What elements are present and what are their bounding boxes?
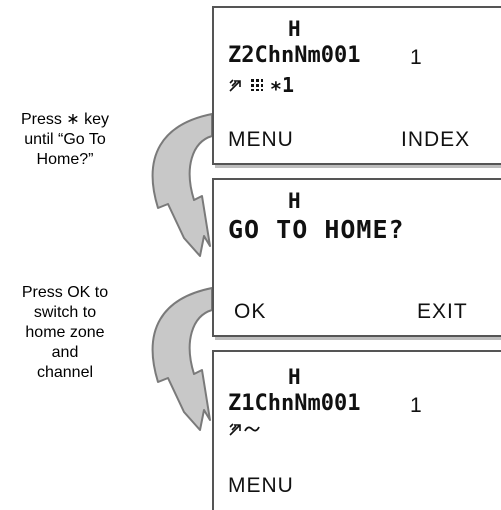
exit-softkey[interactable]: EXIT	[417, 300, 468, 323]
ok-softkey[interactable]: OK	[234, 300, 267, 323]
home-h-marker: H	[288, 17, 301, 41]
step1-caption-line3: Home?”	[36, 151, 94, 168]
lcd-screen-channel-z1: H Z1ChnNm001 1 MENU	[212, 350, 501, 510]
step2-curved-arrow-icon	[151, 287, 213, 431]
step2-caption-line5: channel	[36, 364, 94, 381]
step1-caption-line1: Press ∗ key	[20, 111, 110, 128]
step2-caption: Press OK to switch to home zone and chan…	[0, 283, 130, 383]
lcd-screen-go-to-home: H GO TO HOME? OK EXIT	[212, 178, 501, 337]
antenna-icon	[229, 423, 241, 436]
step2-caption-line3: home zone	[25, 324, 105, 341]
channel-number: 1	[410, 46, 422, 69]
step1-caption: Press ∗ key until “Go To Home?”	[0, 110, 130, 170]
step1-curved-arrow-icon	[151, 113, 213, 257]
status-row: ∗1	[228, 73, 295, 97]
wave-icon	[244, 426, 260, 432]
channel-number: 1	[410, 394, 422, 417]
status-row	[228, 422, 260, 436]
channel-name: Z1ChnNm001	[228, 391, 361, 416]
channel-name: Z2ChnNm001	[228, 43, 361, 68]
home-h-marker: H	[288, 365, 301, 389]
step2-caption-line1: Press OK to	[21, 284, 109, 301]
step2-caption-line4: and	[51, 344, 79, 361]
go-to-home-prompt: GO TO HOME?	[228, 216, 405, 244]
step2-caption-line2: switch to	[33, 304, 97, 321]
status-text: ∗1	[270, 73, 295, 97]
home-h-marker: H	[288, 189, 301, 213]
menu-softkey[interactable]: MENU	[228, 474, 294, 497]
lcd-screen-channel-z2: H Z2ChnNm001 1 ∗1 MENU INDEX	[212, 6, 501, 165]
grid-icon	[251, 79, 263, 91]
index-softkey[interactable]: INDEX	[401, 128, 471, 151]
step1-caption-line2: until “Go To	[24, 131, 106, 148]
prompt-part2: HOME?	[324, 215, 405, 244]
prompt-part1: GO TO	[228, 215, 309, 244]
menu-softkey[interactable]: MENU	[228, 128, 294, 151]
antenna-icon	[229, 79, 241, 92]
